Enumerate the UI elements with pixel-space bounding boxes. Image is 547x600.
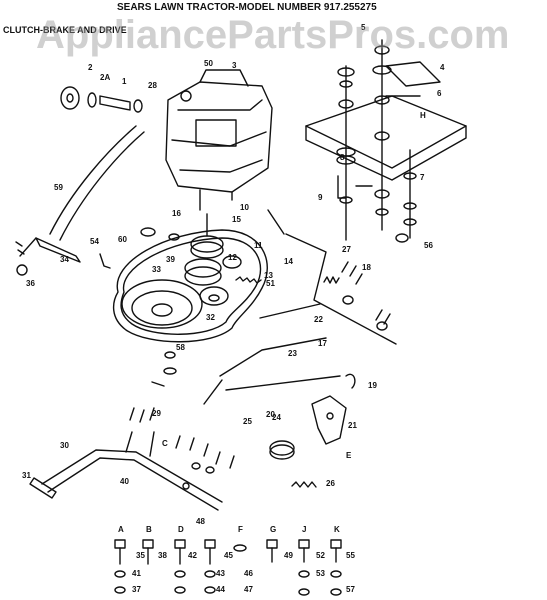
part-label-15: 15 — [232, 215, 241, 224]
part-label-27: 27 — [342, 245, 351, 254]
part-label-41: 41 — [132, 569, 141, 578]
small-hardware — [129, 407, 235, 474]
part-label-18: 18 — [362, 263, 371, 272]
part-label-42: 42 — [188, 551, 197, 560]
part-label-16: 16 — [172, 209, 181, 218]
part-label-f: F — [238, 525, 243, 534]
control-rods — [203, 209, 397, 405]
part-label-d: D — [178, 525, 184, 534]
part-label-e: E — [346, 451, 352, 460]
part-label-24: 24 — [272, 413, 281, 422]
bracket-21 — [311, 373, 356, 445]
drive-belt — [112, 229, 268, 343]
part-label-51: 51 — [266, 279, 275, 288]
part-label-b: B — [146, 525, 152, 534]
part-label-40: 40 — [120, 477, 129, 486]
engine-assembly — [165, 69, 273, 211]
part-label-20: 20 — [266, 410, 275, 419]
part-label-36: 36 — [26, 279, 35, 288]
part-label-4: 4 — [440, 63, 445, 72]
washers — [99, 227, 180, 387]
part-label-g: G — [270, 525, 276, 534]
part-label-28: 28 — [148, 81, 157, 90]
part-label-17: 17 — [318, 339, 327, 348]
clutch-idler — [199, 286, 229, 306]
pivot-hardware — [336, 39, 441, 243]
part-label-10: 10 — [240, 203, 249, 212]
part-label-6: 6 — [437, 89, 442, 98]
part-label-48: 48 — [196, 517, 205, 526]
part-label-c: C — [162, 439, 168, 448]
part-label-38: 38 — [158, 551, 167, 560]
part-label-47: 47 — [244, 585, 253, 594]
part-label-53: 53 — [316, 569, 325, 578]
part-label-21: 21 — [348, 421, 357, 430]
part-label-13: 13 — [264, 271, 273, 280]
part-label-35: 35 — [136, 551, 145, 560]
spring-13 — [235, 276, 262, 284]
brake-pulley — [269, 440, 317, 488]
part-label-26: 26 — [326, 479, 335, 488]
part-label-7: 7 — [420, 173, 425, 182]
part-label-37: 37 — [132, 585, 141, 594]
part-label-43: 43 — [216, 569, 225, 578]
part-label-h: H — [420, 111, 426, 120]
tube-59 — [49, 125, 145, 241]
part-label-k: K — [334, 525, 340, 534]
part-label-8: 8 — [340, 153, 345, 162]
part-label-50: 50 — [204, 59, 213, 68]
part-label-29: 29 — [152, 409, 161, 418]
part-label-11: 11 — [254, 241, 263, 250]
part-label-j: J — [302, 525, 306, 534]
part-label-45: 45 — [224, 551, 233, 560]
transmission-pulley — [121, 279, 203, 329]
part-label-60: 60 — [118, 235, 127, 244]
part-label-a: A — [118, 525, 124, 534]
part-label-5: 5 — [361, 23, 366, 32]
part-label-30: 30 — [60, 441, 69, 450]
part-label-1: 1 — [122, 77, 127, 86]
part-label-34: 34 — [60, 255, 69, 264]
idler-pulley — [222, 255, 242, 269]
part-label-33: 33 — [152, 265, 161, 274]
part-label-19: 19 — [368, 381, 377, 390]
brake-lever — [15, 237, 81, 276]
part-label-32: 32 — [206, 313, 215, 322]
part-label-2: 2 — [88, 63, 93, 72]
part-label-23: 23 — [288, 349, 297, 358]
rod-clips — [341, 261, 391, 331]
part-label-59: 59 — [54, 183, 63, 192]
diagram-subtitle: CLUTCH-BRAKE AND DRIVE — [3, 25, 127, 35]
frame-plate — [305, 95, 467, 181]
part-label-46: 46 — [244, 569, 253, 578]
part-label-2a: 2A — [100, 73, 110, 82]
part-label-57: 57 — [346, 585, 355, 594]
input-shaft — [60, 86, 143, 113]
part-label-56: 56 — [424, 241, 433, 250]
part-label-12: 12 — [228, 253, 237, 262]
part-label-49: 49 — [284, 551, 293, 560]
part-label-9: 9 — [318, 193, 323, 202]
part-label-31: 31 — [22, 471, 31, 480]
part-label-39: 39 — [166, 255, 175, 264]
part-label-22: 22 — [314, 315, 323, 324]
bolt-legend — [114, 539, 342, 596]
pedal-shaft — [29, 431, 223, 511]
part-label-55: 55 — [346, 551, 355, 560]
part-label-54: 54 — [90, 237, 99, 246]
part-label-14: 14 — [284, 257, 293, 266]
part-label-44: 44 — [216, 585, 225, 594]
part-label-3: 3 — [232, 61, 237, 70]
engine-pulley — [184, 213, 224, 286]
part-label-25: 25 — [243, 417, 252, 426]
diagram-title: SEARS LAWN TRACTOR-MODEL NUMBER 917.2552… — [117, 2, 377, 13]
part-label-52: 52 — [316, 551, 325, 560]
part-label-58: 58 — [176, 343, 185, 352]
